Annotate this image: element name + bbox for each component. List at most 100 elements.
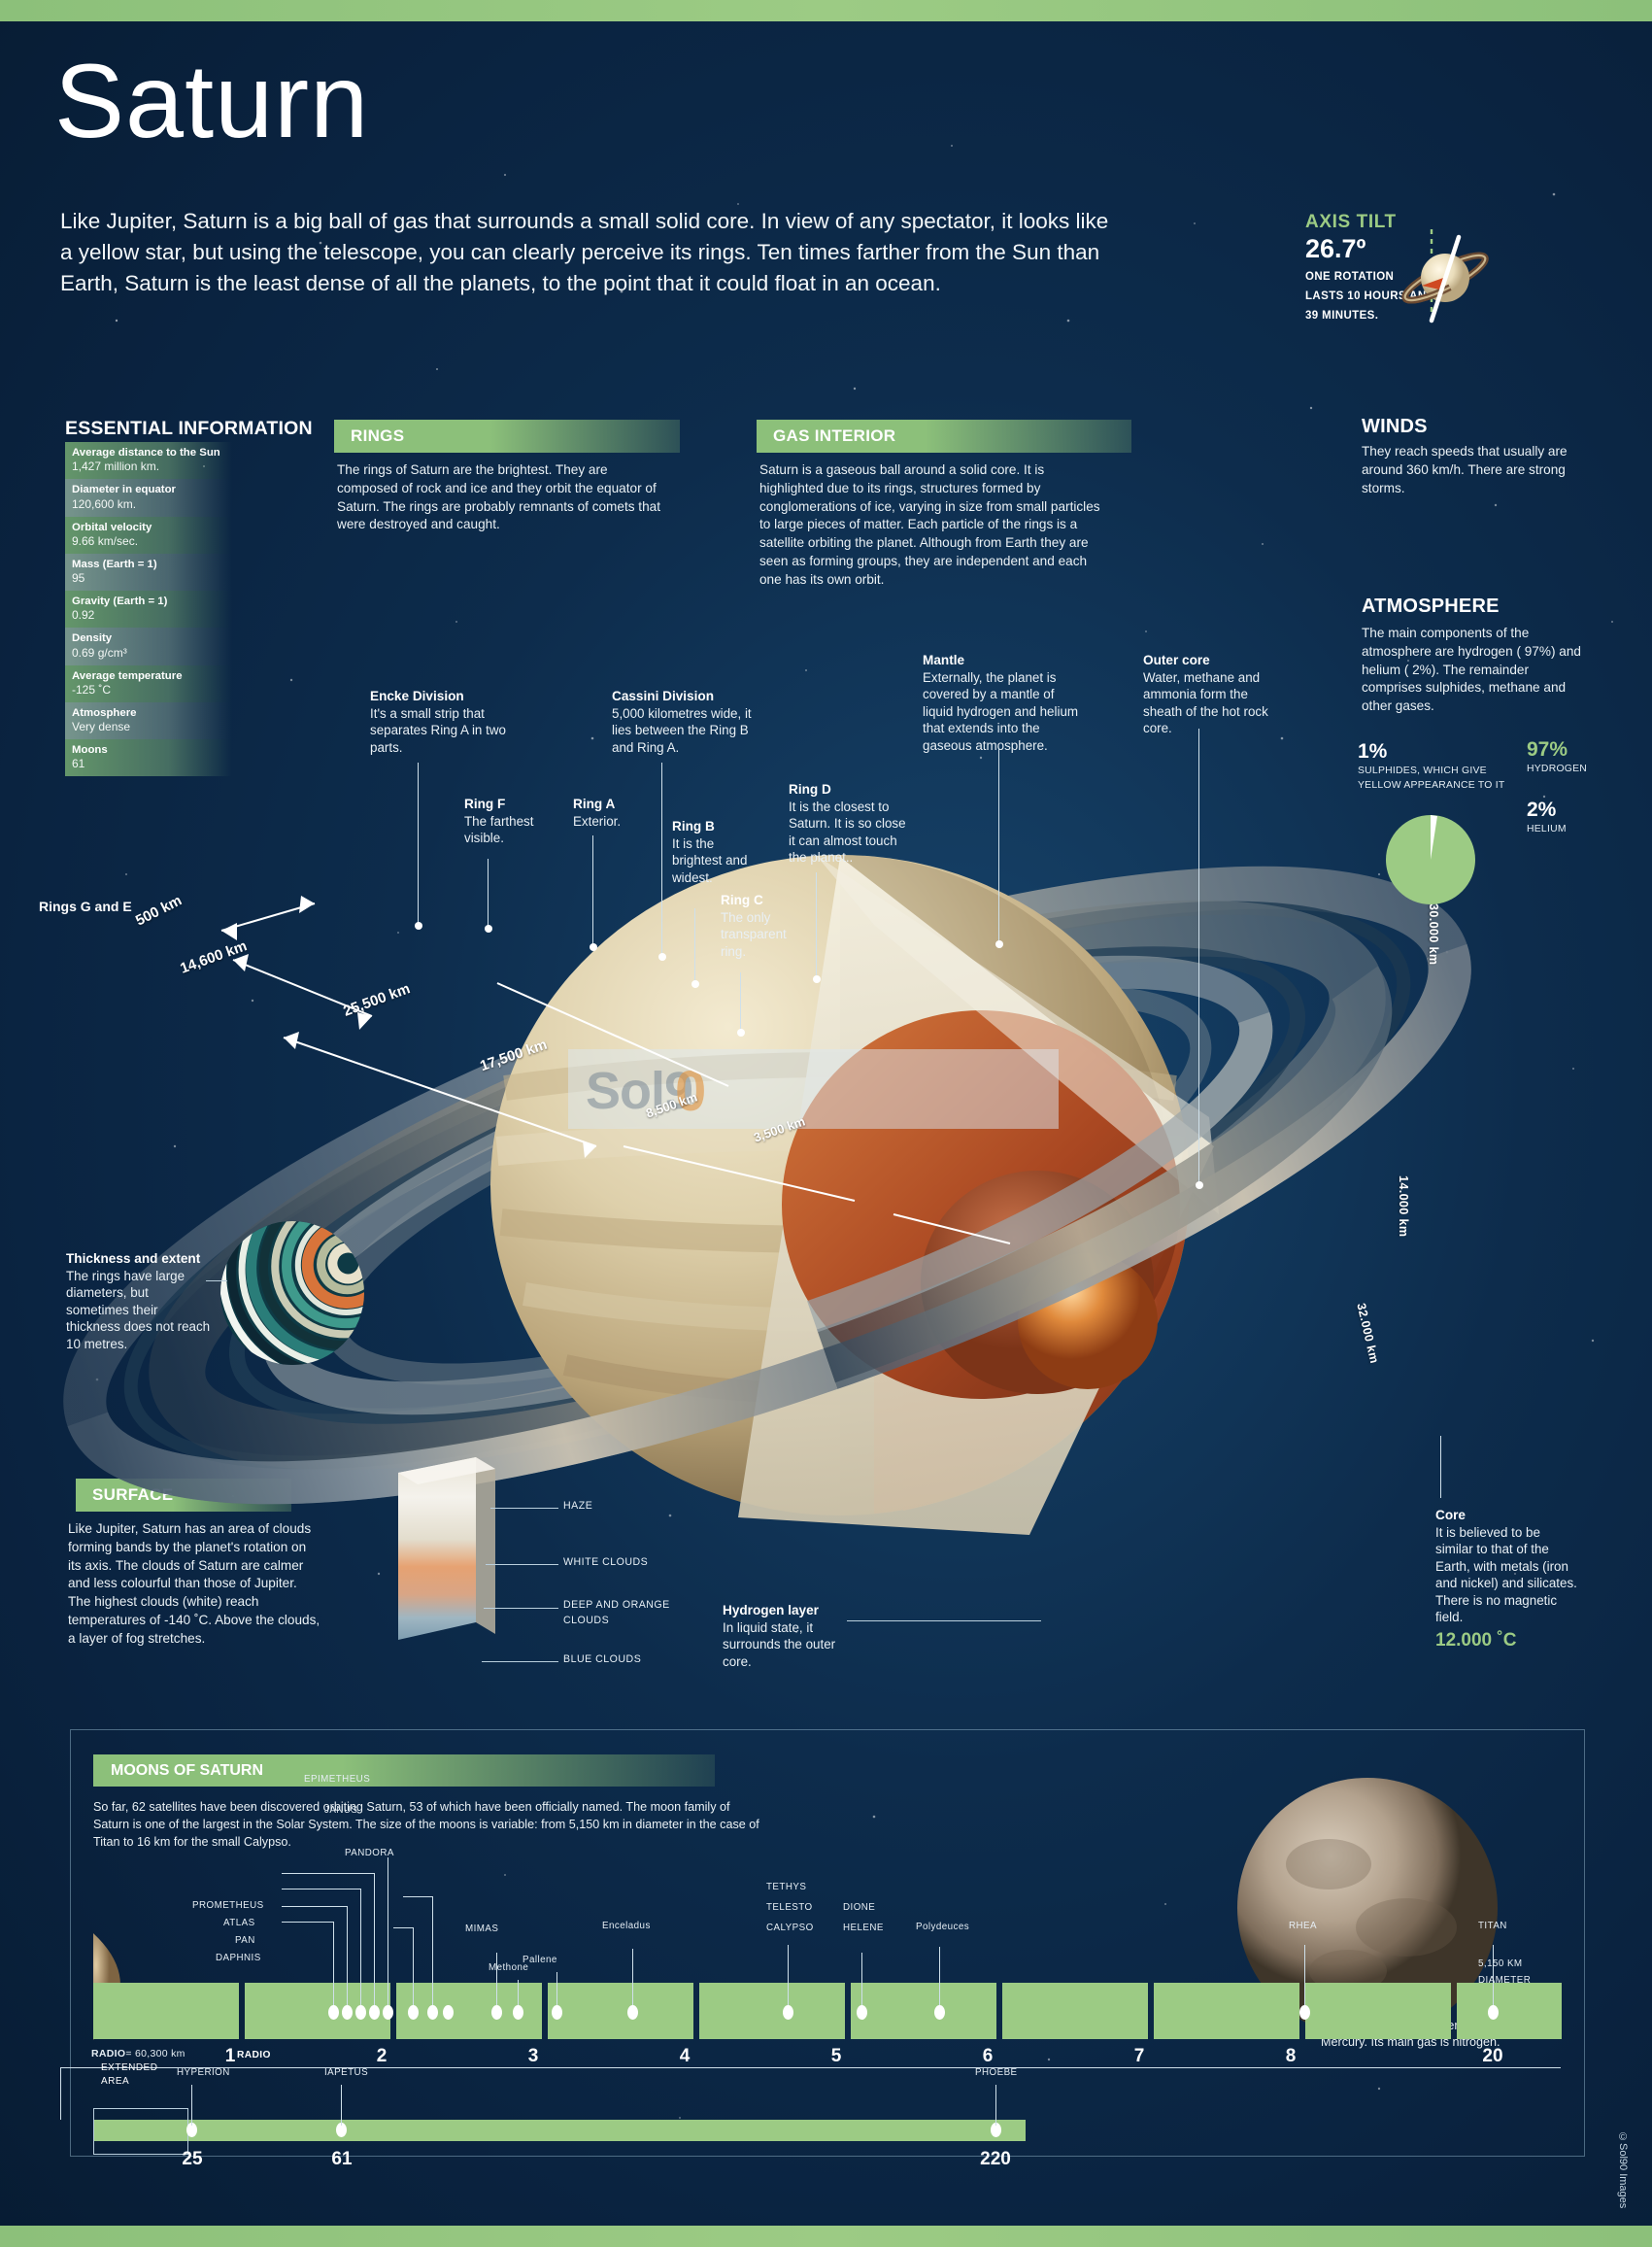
- radio-note-label: RADIO: [91, 2048, 126, 2060]
- titan-size-line2: DIAMETER: [1478, 1975, 1532, 1986]
- extended-scale-61: 61: [331, 2149, 353, 2169]
- dimension-14600km: 14,600 km: [178, 937, 250, 977]
- row-key: Orbital velocity: [72, 521, 152, 533]
- leader-pallene: [556, 1972, 557, 2005]
- moon-dot-iapetus: [336, 2123, 347, 2137]
- moon-label-rhea: RHEA: [1289, 1921, 1318, 1931]
- depth-label-14000km: 14.000 km: [1397, 1175, 1410, 1238]
- atmosphere-pie-icon: [1386, 815, 1475, 904]
- rings-g-and-e-label: Rings G and E: [39, 899, 132, 914]
- scale-segment-7: [1154, 1983, 1299, 2039]
- callout-heading: Ring B: [672, 819, 715, 834]
- cloud-layer-white: WHITE CLOUDS: [563, 1556, 649, 1568]
- scale-label-5: 5: [830, 2046, 842, 2066]
- axis-tilt-block: AXIS TILT 26.7º ONE ROTATION LASTS 10 HO…: [1305, 212, 1529, 325]
- leader-deep-orange-clouds: [484, 1608, 558, 1609]
- moon-label-hyperion: HYPERION: [177, 2067, 230, 2078]
- leader-janus-h: [393, 1927, 413, 1928]
- extended-area-box: [93, 2108, 188, 2155]
- table-row: Mass (Earth = 1) 95: [65, 553, 232, 591]
- leader-prometheus-h: [282, 1873, 374, 1874]
- composition-hydrogen: 97% HYDROGEN: [1527, 738, 1634, 776]
- moon-label-pan: PAN: [235, 1935, 255, 1946]
- dimension-500km: 500 km: [132, 892, 185, 930]
- extended-scale-bar: [93, 2120, 1026, 2141]
- scale-label-7: 7: [1133, 2046, 1145, 2066]
- row-key: Gravity (Earth = 1): [72, 596, 168, 607]
- scale-label-8: 8: [1285, 2046, 1297, 2066]
- leader-tethys: [788, 1945, 789, 2005]
- moon-dot-dione: [857, 2005, 867, 2020]
- leader-line-ring-a: [589, 835, 597, 951]
- leader-polydeuces: [939, 1947, 940, 2005]
- table-row: Moons 61: [65, 739, 232, 777]
- leader-line-encke: [414, 763, 422, 930]
- composition-label: HYDROGEN: [1527, 764, 1588, 774]
- rings-body: The rings of Saturn are the brightest. T…: [337, 462, 660, 532]
- callout-heading: Ring F: [464, 797, 506, 811]
- moon-label-atlas: ATLAS: [223, 1918, 255, 1928]
- moon-dot-extra: [443, 2005, 454, 2020]
- gas-interior-section-header: GAS INTERIOR: [757, 420, 1131, 453]
- tilted-saturn-icon: [1401, 229, 1489, 324]
- callout-core: Core It is believed to be similar to tha…: [1435, 1508, 1581, 1651]
- callout-body: It is the closest to Saturn. It is so cl…: [789, 799, 906, 866]
- scale-label-1: 1: [224, 2046, 236, 2066]
- scale-label-20: 20: [1482, 2046, 1503, 2066]
- leader-atlas-h: [282, 1889, 360, 1890]
- moon-label-phoebe: PHOEBE: [975, 2067, 1018, 2078]
- callout-body: Externally, the planet is covered by a m…: [923, 669, 1079, 753]
- scale-label-2: 2: [376, 2046, 388, 2066]
- scale-label-4: 4: [679, 2046, 691, 2066]
- gas-interior-body: Saturn is a gaseous ball around a solid …: [759, 462, 1100, 587]
- axis-tilt-heading: AXIS TILT: [1305, 212, 1397, 232]
- composition-label: SULPHIDES, WHICH GIVE YELLOW APPEARANCE …: [1358, 766, 1505, 792]
- core-temperature: 12.000 ˚C: [1435, 1629, 1517, 1651]
- moon-dot-pallene: [552, 2005, 562, 2020]
- leader-enceladus: [632, 1949, 633, 2005]
- depth-label-32000km: 32.000 km: [1354, 1302, 1382, 1365]
- callout-body: It's a small strip that separates Ring A…: [370, 705, 506, 755]
- callout-body: 5,000 kilometres wide, it lies between t…: [612, 705, 752, 755]
- callout-heading: Thickness and extent: [66, 1251, 201, 1266]
- leader-janus-stub: [413, 1927, 414, 2005]
- leader-mimas: [496, 1953, 497, 2005]
- moon-label-tethys: TETHYS: [766, 1882, 807, 1892]
- scale-segment-4: [699, 1983, 845, 2039]
- axis-tilt-note-3: 39 MINUTES.: [1305, 310, 1379, 323]
- top-accent-bar: [0, 0, 1652, 21]
- surface-section-header: SURFACE: [76, 1479, 291, 1512]
- extended-area-label: EXTENDED AREA: [101, 2061, 157, 2089]
- ring-thickness-detail-image: [220, 1221, 364, 1365]
- moon-label-titan: TITAN: [1478, 1921, 1507, 1931]
- extended-label-1: EXTENDED: [101, 2062, 158, 2073]
- row-value: -125 ˚C: [72, 682, 112, 697]
- page-title: Saturn: [54, 42, 370, 159]
- leader-hyperion: [191, 2085, 192, 2126]
- surface-heading: SURFACE: [92, 1485, 174, 1504]
- callout-mantle: Mantle Externally, the planet is covered…: [923, 653, 1083, 754]
- table-row: Average temperature -125 ˚C: [65, 664, 232, 702]
- row-value: 120,600 km.: [72, 496, 137, 511]
- leader-epimetheus-h: [403, 1896, 432, 1897]
- row-value: 9.66 km/sec.: [72, 533, 139, 548]
- winds-body: They reach speeds that usually are aroun…: [1362, 444, 1568, 495]
- leader-line-core: [1440, 1436, 1441, 1498]
- callout-heading: Hydrogen layer: [723, 1603, 819, 1617]
- radio-note-value: = 60,300 km: [125, 2048, 185, 2060]
- scale-segment-0: [93, 1983, 239, 2039]
- leader-methone: [518, 1980, 519, 2005]
- callout-body: The farthest visible.: [464, 813, 534, 846]
- composition-value: 1%: [1358, 740, 1388, 763]
- moon-dot-tethys: [783, 2005, 793, 2020]
- table-row: Atmosphere Very dense: [65, 701, 232, 739]
- leader-line-thickness: [206, 1280, 227, 1281]
- table-row: Diameter in equator 120,600 km.: [65, 479, 232, 517]
- row-value: 95: [72, 571, 85, 585]
- essential-info-title: ESSENTIAL INFORMATION: [65, 418, 313, 439]
- row-value: 1,427 million km.: [72, 460, 160, 474]
- extended-area-bracket: [60, 2067, 1561, 2120]
- callout-thickness-and-extent: Thickness and extent The rings have larg…: [66, 1251, 212, 1352]
- composition-value: 97%: [1527, 738, 1568, 761]
